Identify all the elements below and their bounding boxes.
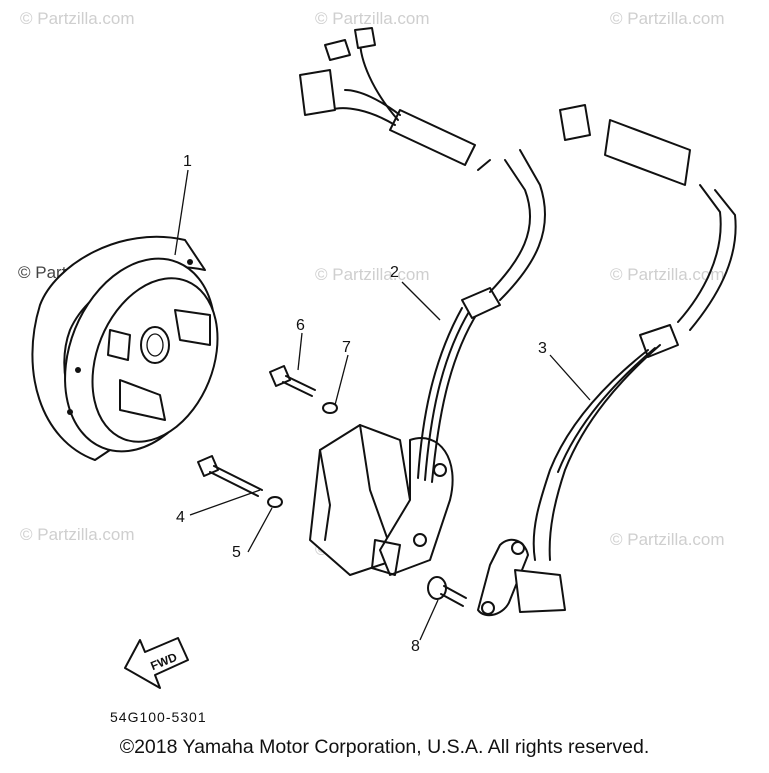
callout-7: 7 — [342, 339, 351, 356]
fwd-arrow: FWD — [124, 637, 189, 689]
screw-8 — [427, 576, 467, 607]
callout-8: 8 — [411, 638, 420, 655]
flywheel-rotor — [31, 235, 219, 461]
stator-coil — [309, 424, 454, 576]
callout-6: 6 — [296, 317, 305, 334]
watermark: © Partzilla.com — [610, 265, 725, 284]
washer-5 — [267, 496, 283, 508]
watermark: © Partzilla.com — [610, 530, 725, 549]
bolt-short — [269, 365, 316, 397]
watermark: © Partzilla.com — [315, 9, 430, 28]
callout-1: 1 — [183, 153, 192, 170]
leader-lines — [174, 169, 591, 641]
watermark: © Partzilla.com — [315, 265, 430, 284]
callout-3: 3 — [538, 340, 547, 357]
bolt-long — [197, 455, 263, 497]
pickup-coil-lead — [532, 104, 737, 561]
callout-5: 5 — [232, 544, 241, 561]
watermark: © Partzilla.com — [20, 525, 135, 544]
watermark: © Partzilla.com — [20, 9, 135, 28]
callout-2: 2 — [390, 264, 399, 281]
watermark: © Partzilla.com — [610, 9, 725, 28]
diagram-code: 54G100-5301 — [110, 709, 207, 725]
washer-7 — [322, 402, 338, 414]
stator-wire-harness — [299, 27, 546, 483]
copyright-notice: ©2018 Yamaha Motor Corporation, U.S.A. A… — [119, 736, 650, 758]
pickup-coil-bracket — [477, 538, 566, 617]
callout-4: 4 — [176, 509, 185, 526]
